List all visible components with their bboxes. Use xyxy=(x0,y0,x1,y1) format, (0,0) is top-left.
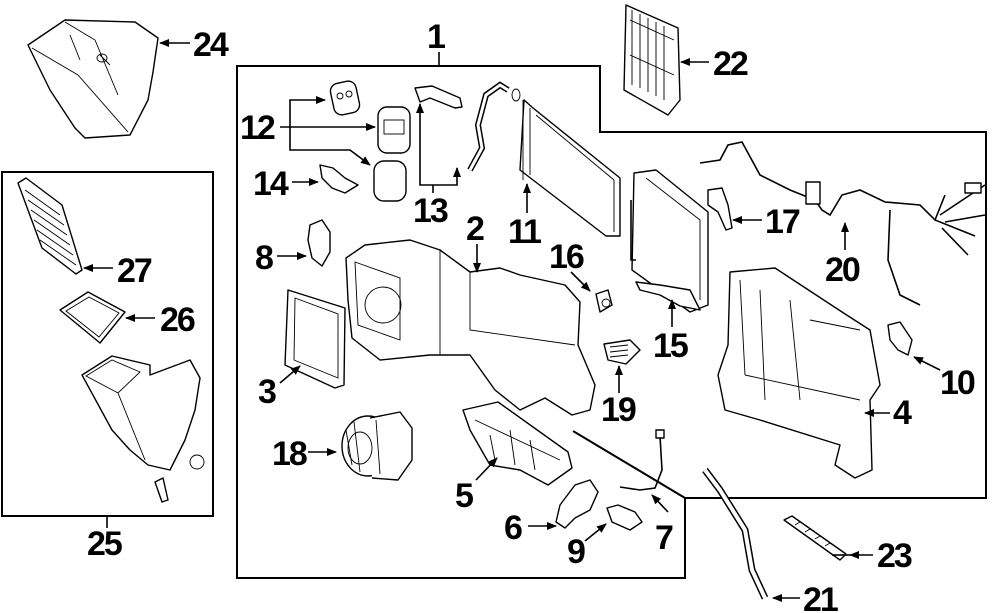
part-intake-duct xyxy=(27,19,159,139)
callout-17: 17 xyxy=(765,203,800,241)
part-grommets xyxy=(329,80,411,202)
callout-20: 20 xyxy=(825,251,860,289)
part-blower-resistor xyxy=(603,339,641,365)
part-resistor-plug xyxy=(595,289,613,313)
callout-5: 5 xyxy=(455,477,473,515)
leader-3 xyxy=(279,365,301,384)
callout-23: 23 xyxy=(877,537,912,575)
callout-4: 4 xyxy=(893,394,912,432)
callout-27: 27 xyxy=(117,252,152,290)
part-bracket xyxy=(555,479,599,529)
part-filter-seal xyxy=(59,291,126,344)
leader-13a xyxy=(416,103,433,186)
callout-19: 19 xyxy=(601,391,636,429)
callout-22: 22 xyxy=(713,45,748,83)
callout-15: 15 xyxy=(653,327,688,365)
part-seal-gasket xyxy=(284,289,346,389)
part-lower-case xyxy=(462,401,573,486)
leader-10 xyxy=(913,356,941,371)
callout-8: 8 xyxy=(255,239,273,277)
callout-7: 7 xyxy=(655,519,673,557)
callout-25: 25 xyxy=(87,525,122,563)
part-actuator xyxy=(307,219,331,267)
callout-21: 21 xyxy=(803,581,838,613)
callout-3: 3 xyxy=(258,373,276,411)
leader-15-line xyxy=(630,200,636,261)
leader-lines xyxy=(83,39,941,602)
part-sensor-wire xyxy=(619,429,665,491)
callout-24: 24 xyxy=(193,26,229,64)
leader-12a xyxy=(280,96,326,128)
callout-16: 16 xyxy=(549,238,584,276)
callout-26: 26 xyxy=(160,301,195,339)
part-bracket-clip xyxy=(707,187,733,231)
part-heater-case xyxy=(717,267,881,479)
part-clamp xyxy=(319,164,359,194)
part-drain-hose xyxy=(702,467,769,600)
part-clip-bracket xyxy=(887,321,913,356)
leader-9 xyxy=(584,523,607,542)
leader-5 xyxy=(475,457,498,481)
callout-1: 1 xyxy=(427,18,445,56)
callout-6: 6 xyxy=(504,509,522,547)
callout-18: 18 xyxy=(272,435,307,473)
leader-13b xyxy=(433,167,461,186)
callout-labels: 1 2 3 4 5 6 7 8 9 10 11 12 13 14 15 16 1… xyxy=(87,18,977,613)
callout-14: 14 xyxy=(253,165,289,203)
assembly-1-frame xyxy=(236,65,987,579)
leader-12c xyxy=(289,127,371,166)
callout-11: 11 xyxy=(508,213,541,251)
callout-9: 9 xyxy=(567,533,585,571)
part-cabin-filter xyxy=(17,177,83,275)
callout-2: 2 xyxy=(466,210,484,248)
part-blower-motor xyxy=(341,411,413,481)
part-servo-motor xyxy=(606,504,643,531)
callout-10: 10 xyxy=(940,364,975,402)
part-wiring-harness xyxy=(699,141,986,306)
part-upper-case xyxy=(345,239,596,416)
part-evaporator xyxy=(623,4,681,116)
leader-16 xyxy=(570,271,591,292)
part-heater-core xyxy=(519,99,621,237)
part-inlet-housing xyxy=(81,355,205,503)
callout-13: 13 xyxy=(413,192,448,230)
part-vent-filter xyxy=(783,515,847,561)
leader-7 xyxy=(651,494,669,513)
callout-12: 12 xyxy=(240,109,275,147)
part-heater-hoses xyxy=(414,81,521,172)
part-expansion-valve xyxy=(631,169,709,313)
